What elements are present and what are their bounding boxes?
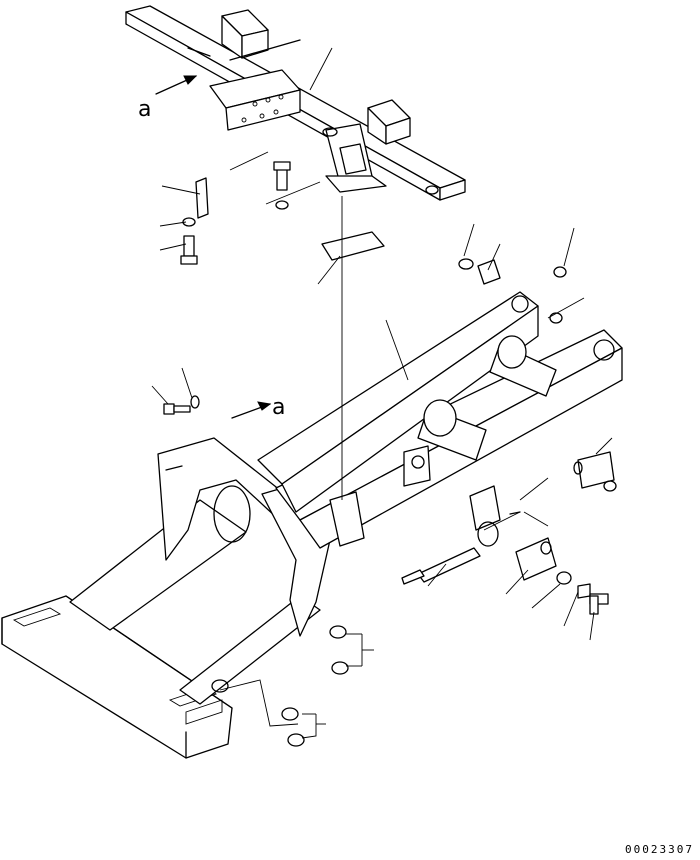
bolt-and-washer-left	[163, 395, 200, 415]
bottom-nuts	[211, 625, 349, 747]
right-side-parts	[509, 451, 617, 515]
pin-and-bushing	[401, 537, 609, 615]
drawing-number: 00023307	[625, 843, 694, 856]
top-right-parts	[458, 258, 567, 324]
upper-left-hardware	[180, 161, 385, 265]
view-label-a-top: a	[138, 97, 151, 122]
main-frame	[1, 291, 623, 759]
view-arrow-top: a	[138, 75, 198, 122]
upper-cross-member	[125, 5, 466, 201]
view-label-a-middle: a	[272, 395, 285, 420]
view-arrow-middle: a	[231, 395, 285, 420]
leader-lines	[151, 47, 613, 739]
